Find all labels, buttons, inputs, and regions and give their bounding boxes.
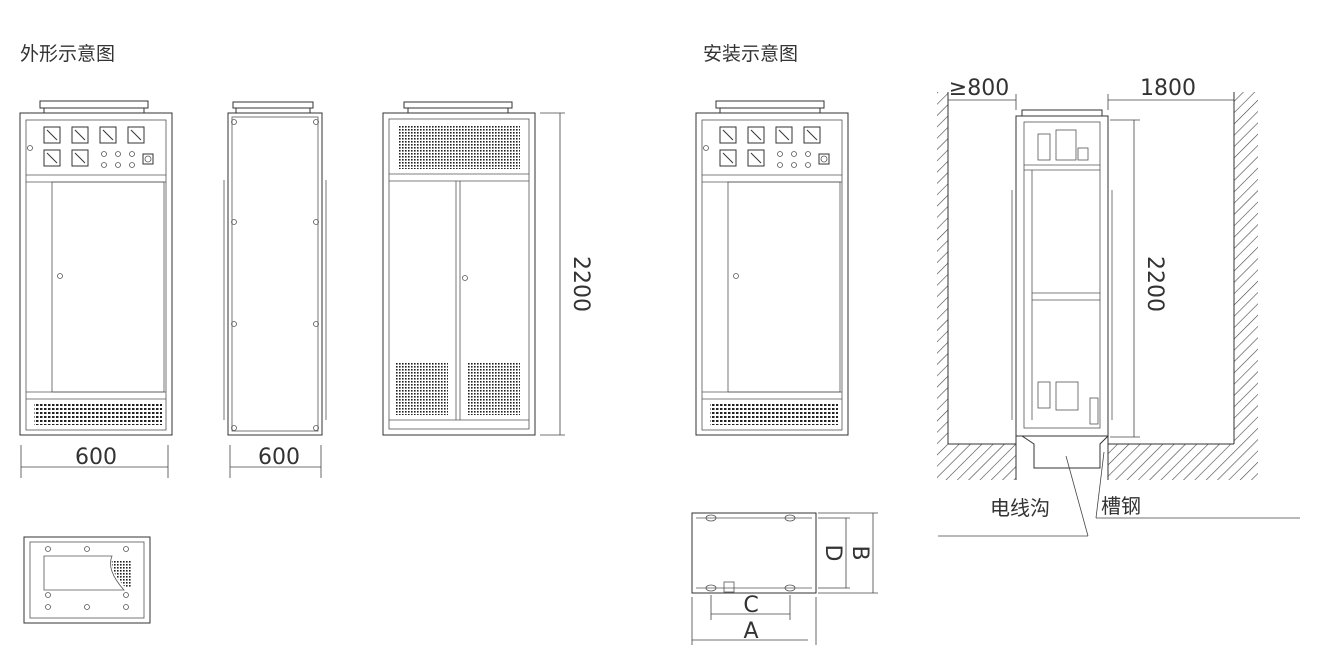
channel-steel-label: 槽钢 <box>1101 494 1141 518</box>
base-dimension-a: A <box>743 619 758 644</box>
width-label-side: 600 <box>258 445 300 470</box>
cabinet-install-front-view <box>695 100 849 436</box>
install-dimensions <box>948 94 1234 438</box>
base-dimension-d: D <box>820 545 845 562</box>
install-width-label: 1800 <box>1140 76 1196 101</box>
meter-icon <box>43 126 145 167</box>
width-label-front: 600 <box>75 445 117 470</box>
meter-icon <box>719 126 821 167</box>
outline-title: 外形示意图 <box>20 43 115 65</box>
cabinet-side-view <box>223 101 327 436</box>
cabinet-front-view <box>19 100 173 436</box>
height-label: 2200 <box>568 256 593 312</box>
cable-trench-label: 电线沟 <box>990 496 1050 520</box>
clearance-label: ≥800 <box>949 76 1009 101</box>
callout-leaders <box>938 451 1300 537</box>
installation-section <box>937 92 1258 486</box>
base-foundation-plan <box>691 512 878 645</box>
cabinet-rear-view <box>382 101 536 436</box>
base-dimension-b: B <box>847 545 872 560</box>
cabinet-base-plan <box>23 536 151 624</box>
base-dimension-c: C <box>743 593 758 618</box>
install-height-label: 2200 <box>1142 256 1167 312</box>
width-dimension <box>20 445 322 478</box>
install-title: 安装示意图 <box>703 43 798 65</box>
height-dimension <box>540 112 565 436</box>
